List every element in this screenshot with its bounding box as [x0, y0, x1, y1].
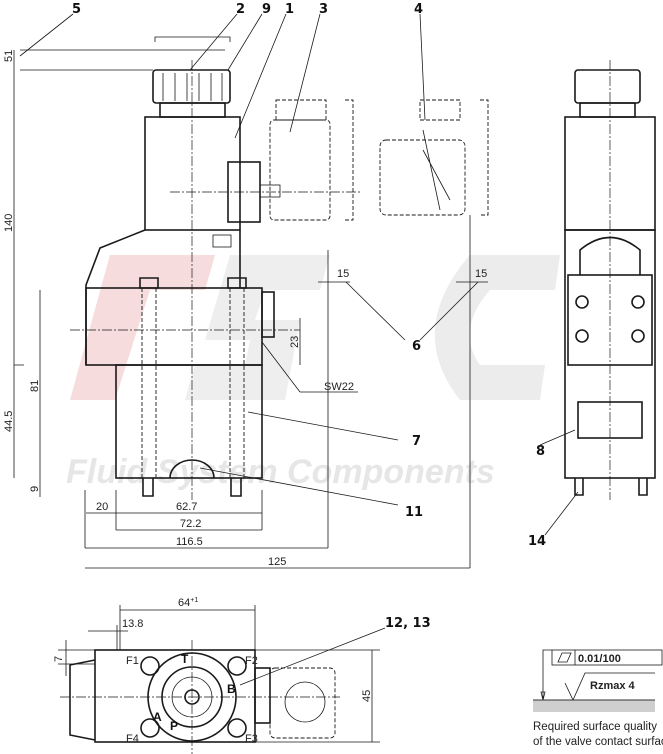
callout-4: 4 — [414, 2, 423, 17]
leader-lines — [19, 13, 579, 686]
watermark-logo: Fluid System Components — [66, 255, 560, 491]
flatness-tolerance: 0.01/100 — [578, 653, 621, 665]
dim-64: 64+1 — [178, 597, 198, 609]
dim-9: 9 — [29, 486, 41, 492]
dim-62-7: 62.7 — [176, 501, 197, 513]
port-f1: F1 — [126, 655, 139, 667]
dim-116-5: 116.5 — [176, 536, 203, 548]
dim-125: 125 — [268, 556, 286, 568]
port-f3: F3 — [245, 733, 258, 745]
dim-20: 20 — [96, 501, 108, 513]
dim-51: 51 — [3, 50, 15, 62]
dim-15-right: 15 — [475, 268, 487, 280]
callout-3: 3 — [319, 2, 328, 17]
surface-caption-line2: of the valve contact surface — [533, 736, 663, 748]
surface-quality-symbol: 0.01/100 Rzmax 4 Required surface qualit… — [533, 649, 663, 748]
callout-7: 7 — [412, 434, 421, 449]
dim-15-left: 15 — [337, 268, 349, 280]
callout-6: 6 — [412, 339, 421, 354]
callout-8: 8 — [536, 444, 545, 459]
dim-44-5: 44.5 — [3, 411, 15, 432]
dim-13-8: 13.8 — [122, 618, 143, 630]
dim-45: 45 — [361, 690, 373, 702]
port-b: B — [227, 682, 236, 696]
watermark-text: Fluid System Components — [66, 453, 495, 491]
bottom-view — [58, 605, 380, 754]
side-view — [13, 36, 489, 569]
dim-72-2: 72.2 — [180, 518, 201, 530]
dimension-labels: 51 140 81 44.5 9 23 20 62.7 72.2 116.5 1… — [3, 50, 487, 702]
callout-14: 14 — [528, 534, 546, 549]
dim-81: 81 — [29, 380, 41, 392]
callout-11: 11 — [405, 505, 423, 520]
callout-12-13: 12, 13 — [385, 616, 431, 631]
dim-64-value: 64 — [178, 597, 190, 609]
surface-caption-line1: Required surface quality — [533, 721, 657, 733]
port-labels: F1 F2 F3 F4 T B A P — [126, 652, 258, 745]
callout-1: 1 — [285, 2, 294, 17]
dim-7: 7 — [53, 656, 65, 662]
dim-140: 140 — [3, 214, 15, 232]
port-f2: F2 — [245, 655, 258, 667]
callout-5: 5 — [72, 2, 81, 17]
dim-sw22: SW22 — [324, 381, 354, 393]
callout-2: 2 — [236, 2, 245, 17]
callout-labels: 5 2 9 1 3 4 6 7 11 8 14 12, 13 — [72, 2, 546, 631]
port-a: A — [153, 710, 162, 724]
dim-64-tolerance: +1 — [190, 597, 198, 604]
port-t: T — [181, 652, 189, 666]
port-p: P — [170, 719, 178, 733]
port-f4: F4 — [126, 733, 139, 745]
roughness-value: Rzmax 4 — [590, 680, 636, 692]
dim-23: 23 — [289, 336, 301, 348]
end-view — [564, 60, 656, 500]
callout-9: 9 — [262, 2, 271, 17]
